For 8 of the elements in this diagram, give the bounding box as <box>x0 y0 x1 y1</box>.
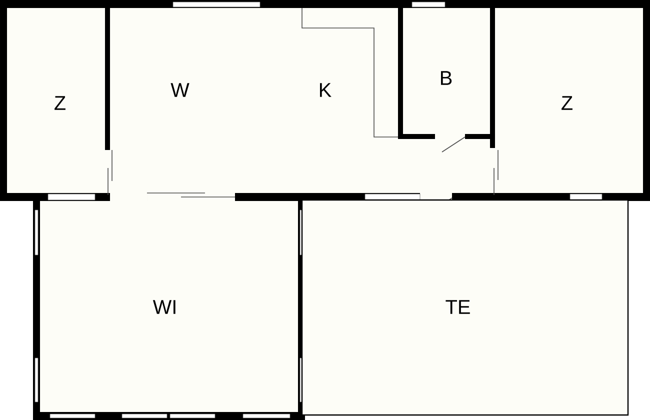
room-label: TE <box>446 300 470 314</box>
room-label: Z <box>54 96 66 110</box>
room-label: K <box>320 83 332 97</box>
room-label: Z <box>562 96 572 110</box>
room-label: B <box>441 71 452 85</box>
room-label: WI <box>152 300 176 314</box>
room-label: W <box>170 83 190 97</box>
room <box>301 199 629 416</box>
